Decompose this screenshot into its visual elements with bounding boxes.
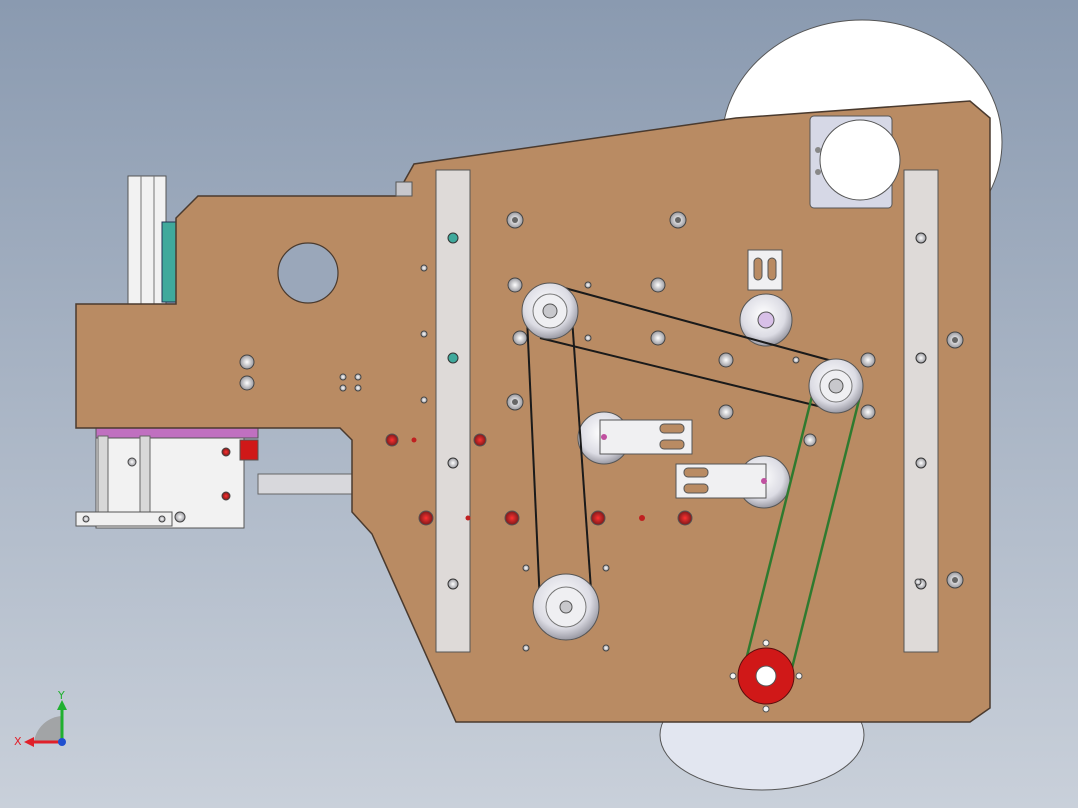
bracket-screw xyxy=(127,457,137,467)
tensioner-bracket-mid[interactable] xyxy=(577,411,693,465)
red-block xyxy=(239,439,259,461)
bracket-screw xyxy=(174,511,186,523)
horizontal-shaft xyxy=(257,473,359,495)
coordinate-triad-icon: Y X xyxy=(14,689,67,748)
tensioner-bracket-top[interactable] xyxy=(739,249,793,347)
bracket-screw xyxy=(221,447,231,457)
magenta-strip xyxy=(95,427,259,439)
black-belt xyxy=(526,283,837,605)
bearing-block[interactable] xyxy=(809,115,901,209)
drive-pulley[interactable] xyxy=(729,639,803,713)
pulley-right[interactable] xyxy=(808,358,864,414)
tensioner-bracket-low[interactable] xyxy=(675,455,791,509)
right-linear-rail xyxy=(903,169,939,653)
base-foot-screw xyxy=(158,515,166,523)
green-belt xyxy=(740,395,862,677)
x-axis-label: X xyxy=(14,735,22,748)
teal-block xyxy=(161,221,178,303)
plate-cutout xyxy=(277,242,339,304)
rail-holes xyxy=(447,232,927,590)
guide-rod-right xyxy=(139,435,151,513)
bracket-screw xyxy=(221,491,231,501)
left-guide-assembly[interactable] xyxy=(75,175,359,529)
guide-rod-left xyxy=(97,435,109,513)
plate-screws xyxy=(239,211,964,652)
left-linear-rail xyxy=(435,169,471,653)
pulley-bottom-left[interactable] xyxy=(532,573,600,641)
base-foot xyxy=(75,511,173,527)
plate-tab xyxy=(395,181,413,197)
base-foot-screw xyxy=(82,515,90,523)
pulley-top-left[interactable] xyxy=(521,282,579,340)
y-axis-label: Y xyxy=(57,689,65,702)
vertical-guide-rail xyxy=(127,175,167,305)
red-holes xyxy=(385,433,693,526)
